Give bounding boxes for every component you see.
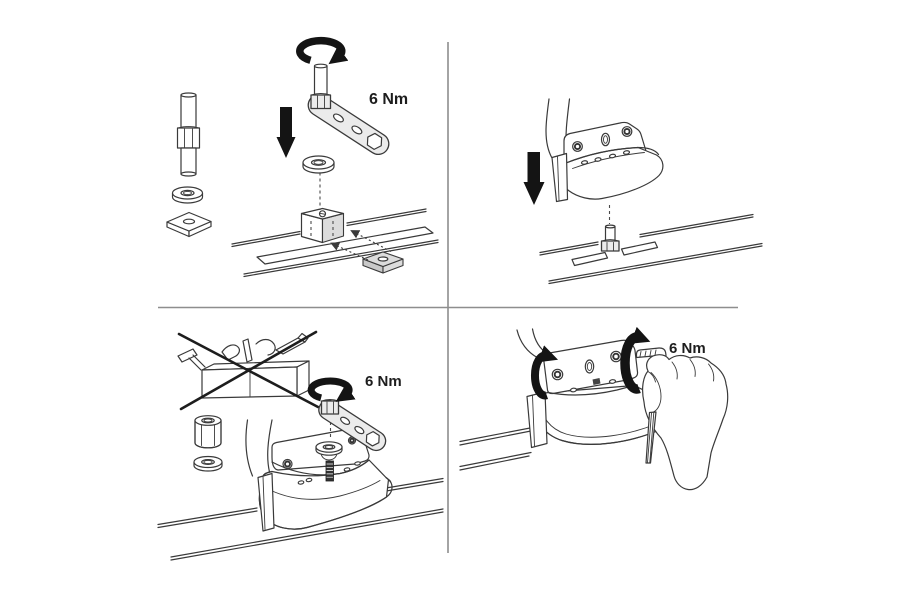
rotation-arrow-icon [307, 377, 356, 402]
rotation-arrow-right-icon [620, 326, 651, 394]
rail-mounting-block [300, 207, 345, 244]
square-nut-plate-part [166, 211, 212, 238]
rotation-arrow-left-icon [531, 345, 559, 400]
clamp-foot [257, 472, 275, 532]
hammer-icon [177, 348, 198, 363]
fitting-pad-on-rail [516, 328, 679, 449]
square-nut [362, 251, 404, 274]
hex-key-shaft [645, 411, 657, 464]
assembly-wrench [318, 399, 387, 452]
step-1-panel: 6 Nm [166, 36, 439, 278]
roof-rail [157, 477, 444, 561]
fitting-pad-on-rail [245, 419, 393, 532]
hex-key [635, 347, 667, 366]
step-4-panel: 6 Nm [459, 326, 729, 491]
step-3-panel: 6 Nm [157, 330, 444, 561]
threaded-stud-on-rail [600, 224, 620, 252]
washer-under-wrench [302, 155, 335, 174]
clamp-foot [526, 391, 548, 449]
dotted-guides [330, 230, 392, 261]
tool-icon [221, 344, 240, 361]
clamp-foot [551, 152, 569, 203]
rotation-arrow-icon [296, 36, 349, 65]
down-arrow-icon [276, 107, 296, 158]
torque-label: 6 Nm [669, 340, 706, 357]
torque-label: 6 Nm [365, 373, 402, 390]
hand [642, 354, 729, 491]
prohibition-cross-icon [177, 330, 320, 411]
step-2-panel [523, 98, 763, 285]
bracket-plate [256, 226, 434, 265]
roof-rail [459, 424, 544, 471]
roof-rail [231, 208, 439, 278]
assembly-wrench [307, 63, 390, 156]
hex-spacer-part [194, 415, 222, 449]
roof-rail [539, 213, 763, 285]
washer-part [193, 455, 223, 472]
washer-part [171, 186, 204, 204]
threaded-stud [325, 460, 334, 482]
torque-label: 6 Nm [369, 91, 408, 108]
down-arrow-icon [523, 152, 545, 205]
fitting-pad [545, 98, 664, 203]
square-hole [592, 378, 601, 385]
threaded-stud-with-spacer [176, 92, 201, 177]
screwdriver-icon [242, 338, 253, 363]
washer-on-pad [315, 441, 343, 461]
toolbox-side [296, 360, 310, 397]
clamp-strap [245, 419, 273, 477]
crossed-out-toolbox [177, 330, 320, 411]
